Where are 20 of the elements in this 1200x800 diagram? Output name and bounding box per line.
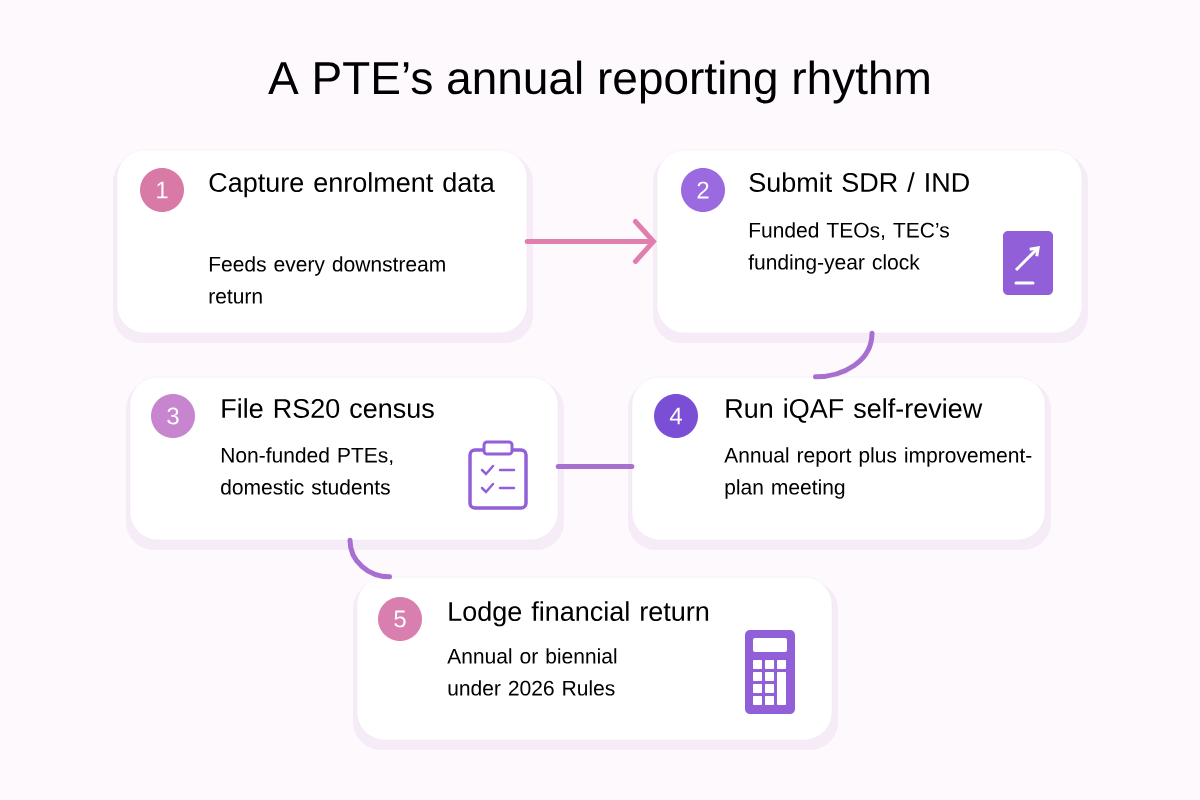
step-title: Capture enrolment data bbox=[209, 172, 495, 198]
number-badge: 5 bbox=[378, 597, 422, 641]
title: A PTE’s annual reporting rhythm bbox=[268, 60, 929, 104]
connector bbox=[524, 219, 657, 264]
number-badge: 4 bbox=[654, 394, 698, 438]
connector bbox=[813, 330, 875, 380]
number-badge: 2 bbox=[681, 168, 725, 212]
connector bbox=[347, 537, 392, 580]
number-badge: 3 bbox=[151, 394, 195, 438]
step-title: Lodge financial return bbox=[449, 601, 709, 627]
step-description: Annual or biennial under 2026 Rules bbox=[447, 648, 617, 696]
step-description: Annual report plus improvement-plan meeting bbox=[724, 447, 1032, 499]
step-description: Funded TEOs, TEC’s funding-year clock bbox=[748, 222, 949, 274]
step-title: Submit SDR / IND bbox=[749, 172, 969, 193]
number-badge: 1 bbox=[140, 168, 184, 212]
step-description: Feeds every downstream return bbox=[209, 256, 445, 304]
connector bbox=[555, 464, 635, 469]
step-description: Non-funded PTEs, domestic students bbox=[221, 447, 393, 495]
step-title: Run iQAF self-review bbox=[726, 398, 983, 423]
step-title: File RS20 census bbox=[222, 398, 434, 419]
